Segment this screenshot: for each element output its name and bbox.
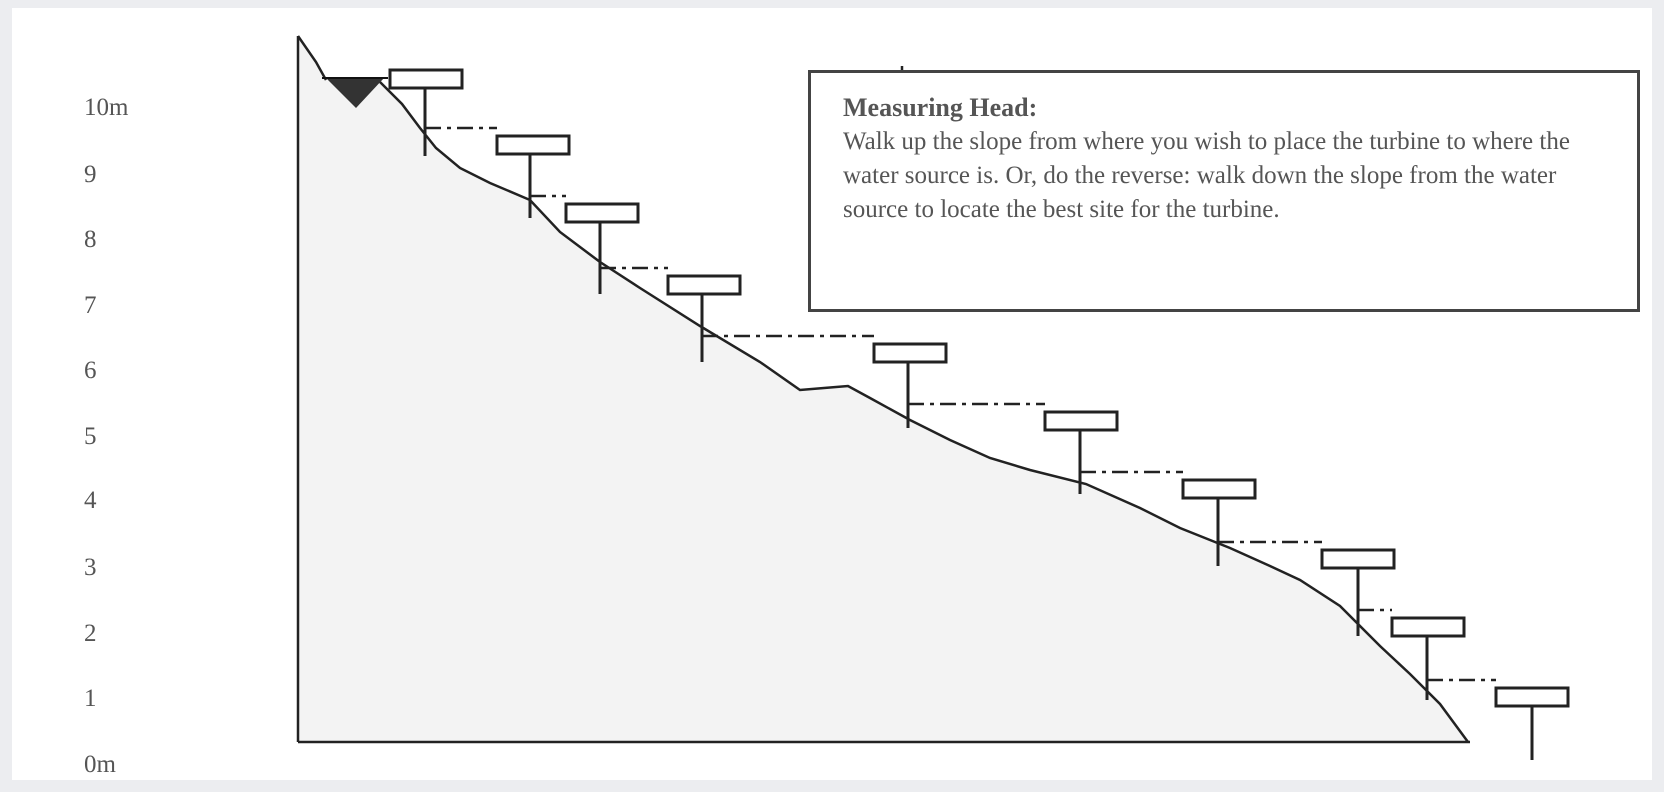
axis-label-5: 5 [84,423,97,450]
note-body: Walk up the slope from where you wish to… [843,128,1570,223]
level-board-icon [564,202,640,224]
level-board-icon [495,134,571,156]
axis-label-0m: 0m [84,751,117,778]
level-board-icon [388,68,464,90]
measurement-steps [388,66,1570,760]
level-board-icon [1320,548,1396,570]
axis-label-1: 1 [84,685,97,712]
axis-label-7: 7 [84,292,97,319]
axis-label-10m: 10m [84,94,129,121]
level-board-icon [1494,686,1570,708]
level-board-icon [872,342,948,364]
note-title: Measuring Head: [843,93,1038,122]
level-board-icon [1390,616,1466,638]
axis-label-3: 3 [84,554,97,581]
level-board-icon [1043,410,1119,432]
axis-label-9: 9 [84,161,97,188]
slope-line [296,35,1470,743]
level-board-icon [1181,478,1257,500]
water-source-icon [326,78,384,108]
axis-label-6: 6 [84,357,97,384]
measuring-head-note: Measuring Head: Walk up the slope from w… [808,70,1640,312]
ground-slope [298,36,1468,742]
axis-label-4: 4 [84,487,97,514]
axis-label-2: 2 [84,620,97,647]
axis-label-8: 8 [84,226,97,253]
level-board-icon [666,274,742,296]
height-axis: 10m 9 8 7 6 5 4 3 2 1 0m [84,94,129,778]
